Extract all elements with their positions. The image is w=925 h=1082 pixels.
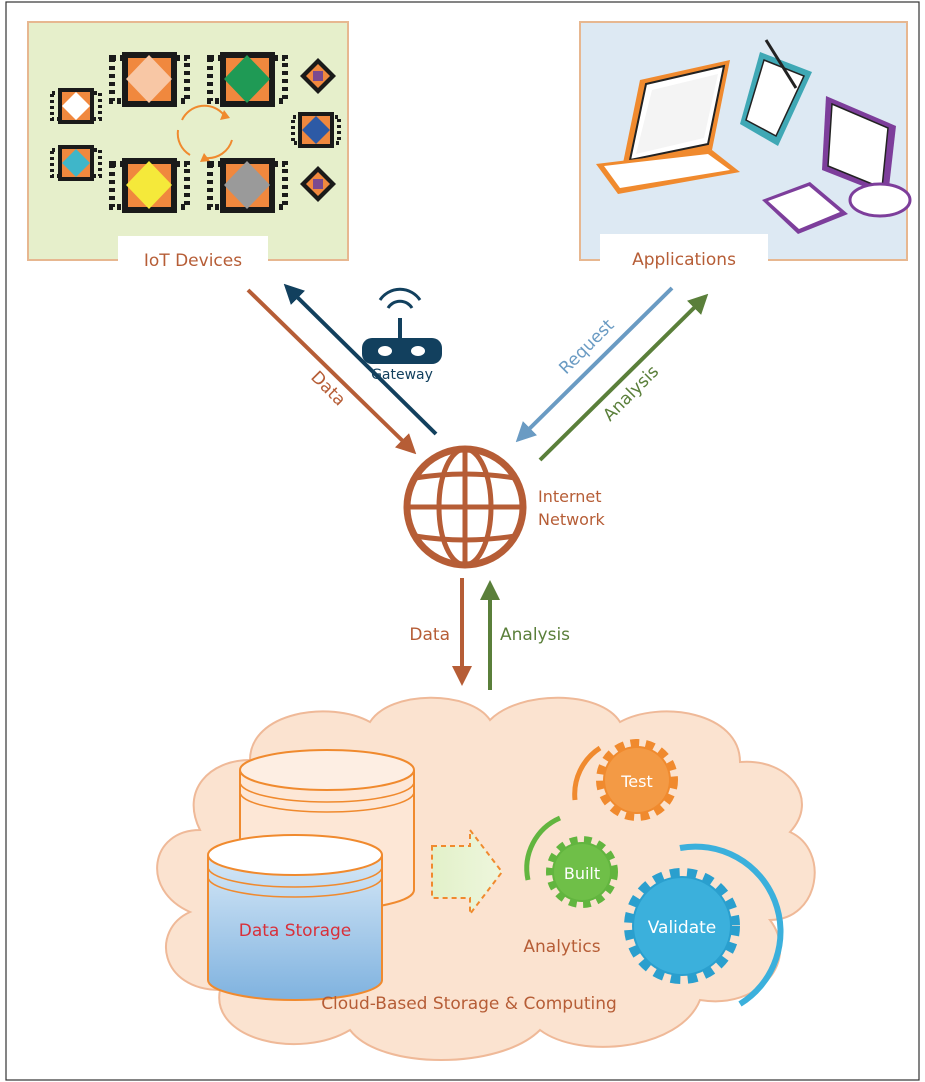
- data-storage-database-icon: [207, 834, 383, 1001]
- cycle-arrow-icon: [679, 843, 784, 1007]
- validate-gear-icon: [624, 868, 740, 984]
- built-gear-icon: [546, 836, 618, 908]
- cloud-caption: Cloud-Based Storage & Computing: [321, 994, 617, 1014]
- globe-icon: [403, 445, 527, 569]
- chip-icon: [50, 88, 102, 124]
- network-label-line2: Network: [538, 510, 606, 529]
- applications-label: Applications: [632, 250, 736, 270]
- test-gear-icon: [596, 739, 678, 821]
- validate-gear-label: Validate: [648, 918, 717, 938]
- cycle-arrow-icon: [524, 815, 562, 881]
- data-label-down: Data: [409, 625, 450, 645]
- chip-icon: [291, 112, 341, 148]
- monitor-icon: [822, 96, 912, 218]
- control-arrow-network-to-iot: [283, 283, 438, 436]
- iot-devices-label: IoT Devices: [144, 251, 242, 271]
- keyboard-icon: [762, 182, 848, 234]
- chip-icon: [109, 158, 190, 213]
- analysis-arrow-to-applications: [538, 293, 709, 462]
- cycle-arrow-icon: [572, 745, 602, 801]
- analytics-label: Analytics: [523, 937, 600, 957]
- request-arrow: [515, 286, 674, 443]
- data-storage-label: Data Storage: [239, 921, 352, 941]
- chip-icon: [50, 145, 102, 181]
- applications-panel: Applications: [579, 21, 912, 282]
- network-label-line1: Internet: [538, 487, 602, 506]
- chip-icon: [207, 158, 288, 213]
- data-arrow-iot-to-network: [246, 288, 417, 455]
- test-gear-label: Test: [620, 772, 653, 791]
- laptop-icon: [596, 60, 740, 194]
- gateway-router-icon: [362, 287, 442, 364]
- iot-devices-panel: IoT Devices: [27, 21, 349, 282]
- sync-cycle-icon: [176, 104, 233, 162]
- chip-icon: [207, 52, 288, 107]
- chip-icon: [300, 58, 336, 94]
- gateway-label: Gateway: [371, 367, 433, 383]
- analysis-label-up: Analysis: [500, 625, 570, 645]
- chip-icon: [109, 52, 190, 107]
- tablet-icon: [740, 39, 812, 146]
- chip-icon: [300, 166, 336, 202]
- process-flow-arrow: [431, 827, 504, 917]
- built-gear-label: Built: [564, 864, 600, 883]
